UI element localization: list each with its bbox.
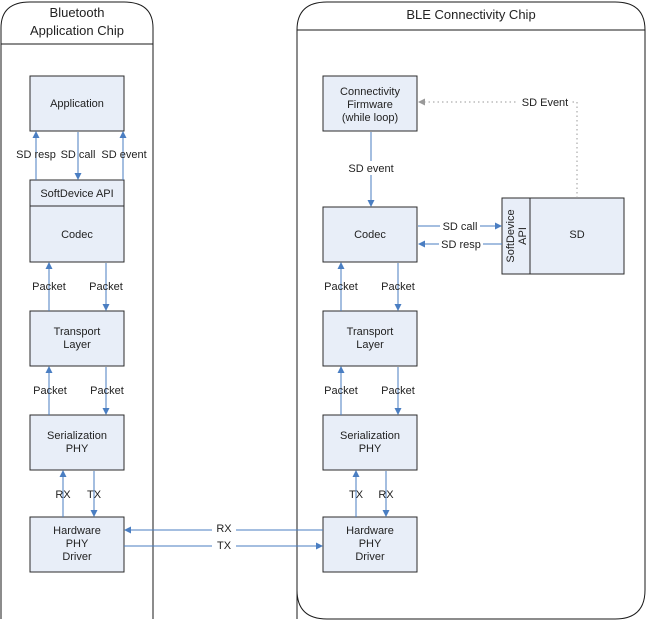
right-tx-label: TX [349,489,364,501]
link-tx-label: TX [217,540,232,552]
left-sd-event-label: SD event [101,149,146,161]
right-packet-down-label-2: Packet [381,385,415,397]
application-label: Application [50,98,104,110]
right-softdevice-api-label-line2: API [517,227,529,245]
firmware-label-line3: (while loop) [342,112,398,124]
left-chip-title-line2: Application Chip [30,23,124,38]
left-codec-box [29,205,125,263]
left-hardware-box [29,516,125,573]
right-hardware-label-line1: Hardware [346,525,394,537]
left-sd-resp-label: SD resp [16,149,56,161]
left-transport-label-line2: Layer [63,339,91,351]
link-rx-label-bg [212,522,236,535]
right-softdevice-api-box [501,197,531,275]
connectivity-firmware-box [322,75,418,132]
left-transport-label-line1: Transport [54,326,101,338]
right-sd-resp-label: SD resp [441,239,481,251]
right-serialization-label-line2: PHY [359,443,382,455]
right-sd-resp-label-bg [439,237,483,251]
sd-event-dotted-link [418,101,578,198]
left-rx-label: RX [55,489,71,501]
left-serialization-label-line2: PHY [66,443,89,455]
left-codec-label: Codec [61,229,93,241]
link-rx-label: RX [216,523,232,535]
softdevice-api-box [29,179,125,207]
right-serialization-box [322,414,418,471]
right-sd-call-label-bg [440,219,480,233]
left-serialization-box [29,414,125,471]
left-sd-call-label: SD call [61,149,96,161]
right-serialization-label-line1: Serialization [340,430,400,442]
right-codec-box [322,206,418,263]
right-chip-title: BLE Connectivity Chip [406,7,535,22]
right-packet-up-label-2: Packet [324,385,358,397]
right-softdevice-api-label-line1: SoftDevice [505,209,517,262]
left-chip-title-line1: Bluetooth [50,5,105,20]
right-rx-label: RX [378,489,394,501]
right-hardware-box [322,516,418,573]
right-hardware-label-line3: Driver [355,551,385,563]
sd-label: SD [569,229,584,241]
right-sd-event-label-bg [345,161,397,175]
left-packet-up-label-2: Packet [33,385,67,397]
right-packet-up-label: Packet [324,281,358,293]
link-tx-label-bg [212,539,236,552]
right-sd-event-label: SD event [348,163,393,175]
left-hardware-label-line2: PHY [66,538,89,550]
right-codec-label: Codec [354,229,386,241]
right-packet-down-label: Packet [381,281,415,293]
right-transport-label-line1: Transport [347,326,394,338]
firmware-label-line2: Firmware [347,99,393,111]
right-sd-call-label: SD call [443,221,478,233]
left-transport-box [29,310,125,367]
left-packet-up-label: Packet [32,281,66,293]
sd-box [529,197,625,275]
left-serialization-label-line1: Serialization [47,430,107,442]
firmware-label-line1: Connectivity [340,86,400,98]
right-hardware-label-line2: PHY [359,538,382,550]
softdevice-api-label: SoftDevice API [40,188,113,200]
sd-event-dotted-arrowhead [418,98,425,106]
right-transport-label-line2: Layer [356,339,384,351]
left-hardware-label-line1: Hardware [53,525,101,537]
left-packet-down-label-2: Packet [90,385,124,397]
sd-event-link-label: SD Event [522,97,568,109]
right-transport-box [322,310,418,367]
application-box [29,75,125,132]
left-packet-down-label: Packet [89,281,123,293]
sd-event-link-label-bg [518,95,572,109]
left-tx-label: TX [87,489,102,501]
left-hardware-label-line3: Driver [62,551,92,563]
